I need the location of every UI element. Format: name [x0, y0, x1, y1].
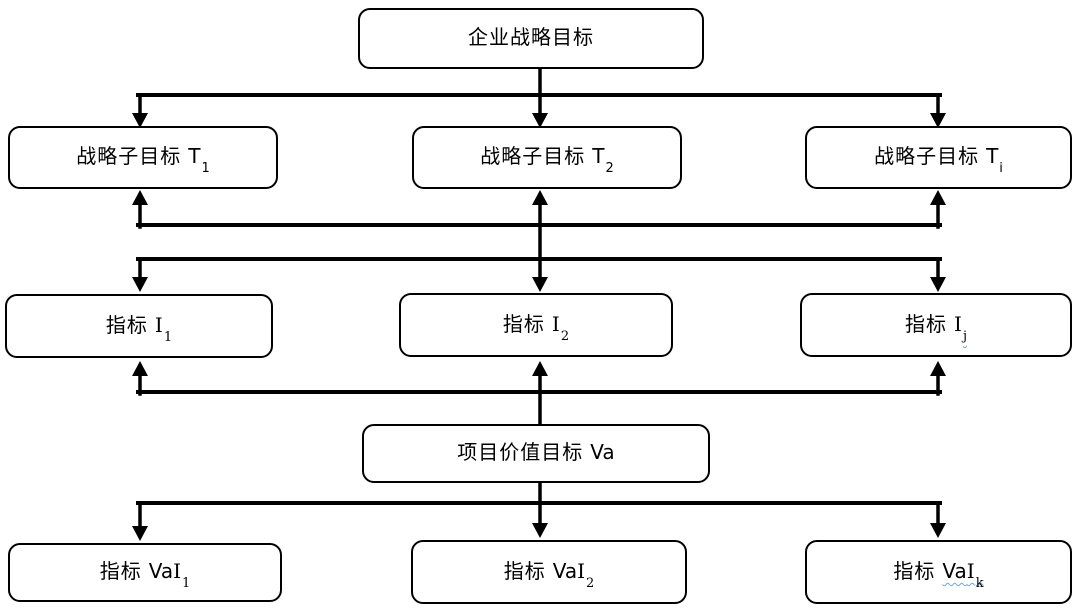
arrows-subgoals-indicators-bidirectional	[132, 190, 946, 292]
node-indicator-ij-symbol: I	[954, 312, 962, 336]
node-value-indicator-vaik-label: 指标	[893, 559, 936, 583]
node-value-indicator-vai2-label: 指标	[503, 559, 546, 583]
node-project-value-goal-va-symbol: Va	[590, 440, 615, 464]
node-project-value-goal-va-label: 项目价值目标	[457, 440, 584, 464]
node-value-indicator-vai2-symbol-i: I	[577, 559, 585, 583]
node-value-indicator-vaik-symbol-va: Va	[942, 559, 967, 583]
node-strategic-subgoal-t2-subscript: 2	[605, 161, 614, 176]
node-strategic-subgoal-t2-symbol: T	[592, 144, 605, 168]
node-value-indicator-vai1-symbol-i: I	[173, 559, 181, 583]
node-indicator-i2-label: 指标	[502, 312, 545, 336]
node-indicator-ij-label: 指标	[905, 312, 948, 336]
node-strategic-subgoal-t1-symbol: T	[188, 144, 201, 168]
node-indicator-i2-subscript: 2	[560, 329, 570, 344]
node-enterprise-strategic-goal: 企业战略目标	[358, 8, 704, 69]
arrows-root-to-subgoals	[132, 67, 946, 128]
node-strategic-subgoal-ti-label: 战略子目标	[874, 144, 980, 168]
node-value-indicator-vai1-symbol-va: Va	[148, 559, 174, 583]
node-strategic-subgoal-ti-symbol: T	[986, 144, 999, 168]
node-enterprise-strategic-goal-label: 企业战略目标	[468, 25, 594, 49]
node-indicator-i1-label: 指标	[105, 313, 148, 337]
node-value-indicator-vai2-subscript: 2	[586, 576, 595, 591]
node-value-indicator-vaik-spellcheck-underline: VaIk	[942, 559, 983, 590]
arrows-value-goal-to-value-indicators	[132, 481, 946, 541]
node-strategic-subgoal-t1-label: 战略子目标	[76, 144, 182, 168]
node-strategic-subgoal-t2-label: 战略子目标	[480, 144, 586, 168]
node-strategic-subgoal-t1-subscript: 1	[201, 161, 210, 176]
node-indicator-i2-symbol: I	[551, 312, 560, 336]
node-value-indicator-vai2-symbol-va: Va	[552, 559, 578, 583]
node-value-indicator-vai1-subscript: 1	[182, 576, 191, 591]
node-indicator-i1-symbol: I	[154, 313, 163, 337]
node-indicator-i1-subscript: 1	[163, 330, 173, 345]
node-value-indicator-vaik-symbol-i: I	[966, 559, 975, 583]
arrows-value-goal-to-indicators	[132, 361, 946, 426]
node-indicator-ij-subscript: j	[962, 329, 967, 344]
node-strategic-subgoal-ti-subscript: i	[999, 161, 1003, 176]
node-value-indicator-vaik-subscript: k	[975, 576, 984, 591]
node-value-indicator-vai1-label: 指标	[99, 559, 142, 583]
